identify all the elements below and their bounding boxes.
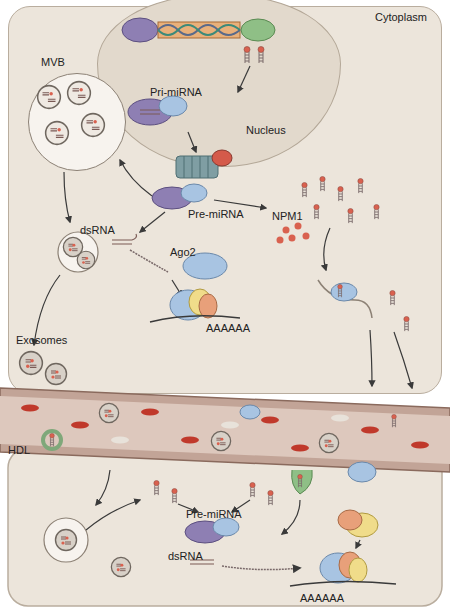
illustration-part <box>258 47 264 64</box>
illustration-part <box>338 284 343 297</box>
illustration-part <box>277 237 284 244</box>
illustration-part <box>77 251 95 269</box>
illustration-part <box>20 352 43 375</box>
part-label: NPM1 <box>272 210 303 223</box>
illustration-part <box>268 490 273 505</box>
illustration-part <box>303 233 310 240</box>
illustration-part <box>211 431 230 450</box>
illustration-part <box>38 86 61 109</box>
illustration-part <box>158 25 240 35</box>
illustration-part <box>374 204 379 219</box>
illustration-part <box>356 540 360 548</box>
part-label: HDL <box>8 444 30 457</box>
illustration-part <box>319 433 338 452</box>
illustration-part <box>158 25 240 35</box>
illustration-part <box>290 581 396 586</box>
node-label: Cytoplasm <box>375 11 427 24</box>
illustration-part <box>71 422 89 429</box>
illustration-part <box>158 22 240 38</box>
part-label: Pre-miRNA <box>188 208 244 221</box>
illustration-part <box>122 18 158 42</box>
illustration-part <box>320 176 325 191</box>
illustration-part <box>181 184 207 202</box>
illustration-part <box>348 462 376 482</box>
part-label: AAAAAA <box>300 592 344 605</box>
illustration-part <box>244 47 250 64</box>
recipient-cell <box>8 448 442 606</box>
illustration-part <box>349 558 367 582</box>
illustration-part <box>212 150 232 166</box>
illustration-part <box>86 500 140 530</box>
cell-body: CytoplasmNucleus MVB <box>8 6 442 394</box>
part-label: Ago2 <box>170 246 196 259</box>
illustration-part <box>181 437 199 444</box>
illustration-part <box>44 518 88 562</box>
part-label: AAAAAA <box>206 322 250 335</box>
illustration-part <box>314 204 319 219</box>
illustration-part <box>222 566 300 570</box>
illustration-part <box>154 480 159 495</box>
illustration-part <box>298 474 303 487</box>
illustration-part <box>199 294 217 318</box>
illustration-part <box>390 290 395 305</box>
illustration-part <box>68 82 91 105</box>
part-label: dsRNA <box>80 224 115 237</box>
illustration-part <box>250 482 255 497</box>
illustration-part <box>221 422 239 429</box>
part-label: dsRNA <box>168 550 203 563</box>
illustration-part <box>0 388 450 472</box>
illustration-part <box>295 223 302 230</box>
illustration-part <box>46 364 67 385</box>
illustration-part <box>213 518 239 536</box>
illustration-part <box>302 182 307 197</box>
illustration-part <box>241 19 275 41</box>
illustration-part <box>111 557 130 576</box>
node-label: Nucleus <box>246 124 286 137</box>
illustration-part <box>50 433 55 446</box>
illustration-part <box>331 415 349 422</box>
illustration-part <box>82 114 105 137</box>
illustration-part <box>140 110 160 114</box>
node-label: MVB <box>41 56 65 69</box>
illustration-part <box>172 488 177 503</box>
illustration-part <box>358 178 363 193</box>
illustration-part <box>159 96 187 116</box>
illustration-part <box>0 396 450 464</box>
illustration-part <box>184 156 208 178</box>
illustration-part <box>361 427 379 434</box>
illustration-part <box>46 122 69 145</box>
illustration-part <box>289 235 296 242</box>
illustration-part <box>99 403 118 422</box>
illustration-part <box>111 437 129 444</box>
illustration-part <box>261 417 279 424</box>
illustration-part <box>141 409 159 416</box>
illustration-part <box>291 445 309 452</box>
illustration-part <box>338 186 343 201</box>
illustration-part <box>43 431 61 449</box>
illustration-part <box>21 405 39 412</box>
illustration-part <box>96 470 110 505</box>
illustration-part <box>348 208 353 223</box>
part-label: Exosomes <box>16 334 67 347</box>
illustration-part <box>392 414 397 427</box>
illustration-part <box>58 232 98 272</box>
illustration-part <box>56 530 77 551</box>
illustration-part <box>282 500 300 534</box>
illustration-part <box>331 283 357 301</box>
illustration-part <box>283 227 290 234</box>
illustration-part <box>240 405 260 419</box>
part-label: Pre-miRNA <box>186 508 242 521</box>
illustration-part <box>338 510 362 530</box>
illustration-part <box>292 470 313 494</box>
part-label: Pri-miRNA <box>150 86 202 99</box>
illustration-part <box>404 316 409 331</box>
illustration-part <box>411 442 429 449</box>
